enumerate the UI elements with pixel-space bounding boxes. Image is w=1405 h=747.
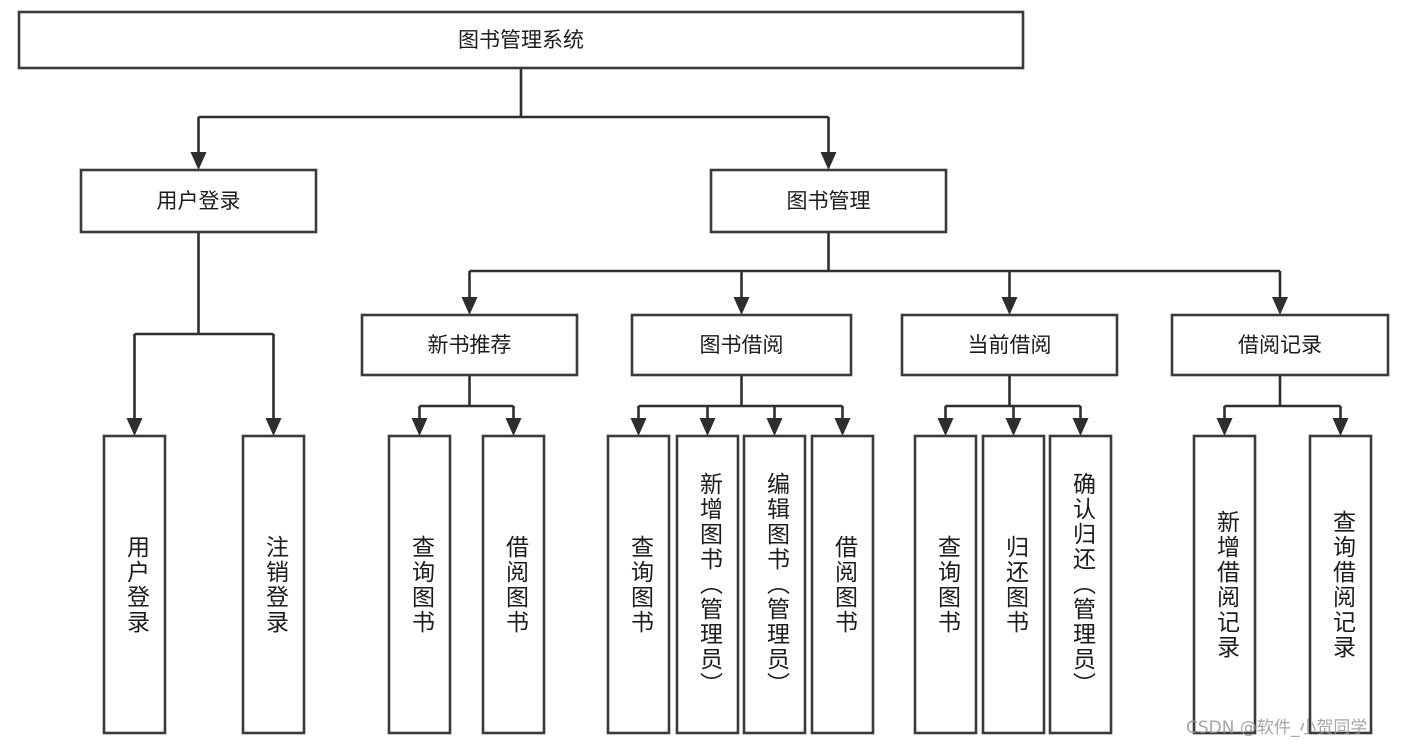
user-login-arrow-1 bbox=[265, 418, 282, 436]
node-borrow-record[interactable] bbox=[1170, 313, 1390, 377]
book-borrow-arrow-3 bbox=[834, 418, 851, 436]
node-root-label: 图书管理系统 bbox=[458, 28, 584, 52]
node-leaf-borrow-book[interactable] bbox=[810, 434, 875, 735]
node-book-borrow[interactable] bbox=[630, 313, 853, 377]
node-leaf-add-book-admin[interactable] bbox=[675, 434, 740, 735]
current-borrow-arrow-1 bbox=[1005, 418, 1022, 436]
node-leaf-query-book-borrow[interactable] bbox=[606, 434, 671, 735]
user-login-arrow-0 bbox=[126, 418, 143, 436]
node-current-borrow-label: 当前借阅 bbox=[968, 333, 1052, 357]
node-leaf-query-book-rec[interactable] bbox=[387, 434, 452, 735]
node-root[interactable] bbox=[17, 10, 1025, 70]
node-new-book-rec-label: 新书推荐 bbox=[428, 333, 512, 357]
connector-lines bbox=[126, 68, 1349, 436]
node-leaf-edit-book-admin[interactable] bbox=[742, 434, 807, 735]
book-manage-arrow-0 bbox=[461, 297, 478, 315]
root-arrow-1 bbox=[820, 152, 837, 170]
book-borrow-arrow-2 bbox=[766, 418, 783, 436]
book-manage-arrow-2 bbox=[1001, 297, 1018, 315]
borrow-record-arrow-0 bbox=[1216, 418, 1233, 436]
book-borrow-arrow-1 bbox=[699, 418, 716, 436]
node-current-borrow[interactable] bbox=[900, 313, 1119, 377]
current-borrow-arrow-0 bbox=[937, 418, 954, 436]
node-book-manage-label: 图书管理 bbox=[787, 189, 871, 213]
node-leaf-query-book-current[interactable] bbox=[913, 434, 978, 735]
node-book-manage[interactable] bbox=[709, 168, 948, 234]
node-leaf-confirm-return-admin[interactable] bbox=[1048, 434, 1113, 735]
root-arrow-0 bbox=[190, 152, 207, 170]
new-book-rec-arrow-0 bbox=[411, 418, 428, 436]
watermark-text: CSDN @软件_小贺同学 bbox=[1186, 718, 1368, 738]
node-leaf-user-logout[interactable] bbox=[241, 434, 306, 735]
book-borrow-arrow-0 bbox=[630, 418, 647, 436]
node-borrow-record-label: 借阅记录 bbox=[1238, 333, 1322, 357]
new-book-rec-arrow-1 bbox=[505, 418, 522, 436]
book-manage-arrow-3 bbox=[1272, 297, 1288, 315]
node-leaf-borrow-book-rec[interactable] bbox=[481, 434, 546, 735]
node-user-login[interactable] bbox=[79, 168, 318, 234]
borrow-record-arrow-1 bbox=[1332, 418, 1349, 436]
node-boxes bbox=[17, 10, 1390, 735]
node-book-borrow-label: 图书借阅 bbox=[700, 333, 784, 357]
current-borrow-arrow-2 bbox=[1072, 418, 1089, 436]
node-new-book-rec[interactable] bbox=[360, 313, 579, 377]
node-leaf-user-login[interactable] bbox=[102, 434, 167, 735]
node-user-login-label: 用户登录 bbox=[157, 189, 241, 213]
book-manage-arrow-1 bbox=[733, 297, 750, 315]
node-leaf-return-book[interactable] bbox=[981, 434, 1046, 735]
node-leaf-add-borrow-record[interactable] bbox=[1192, 434, 1257, 735]
node-leaf-query-borrow-record[interactable] bbox=[1308, 434, 1373, 735]
